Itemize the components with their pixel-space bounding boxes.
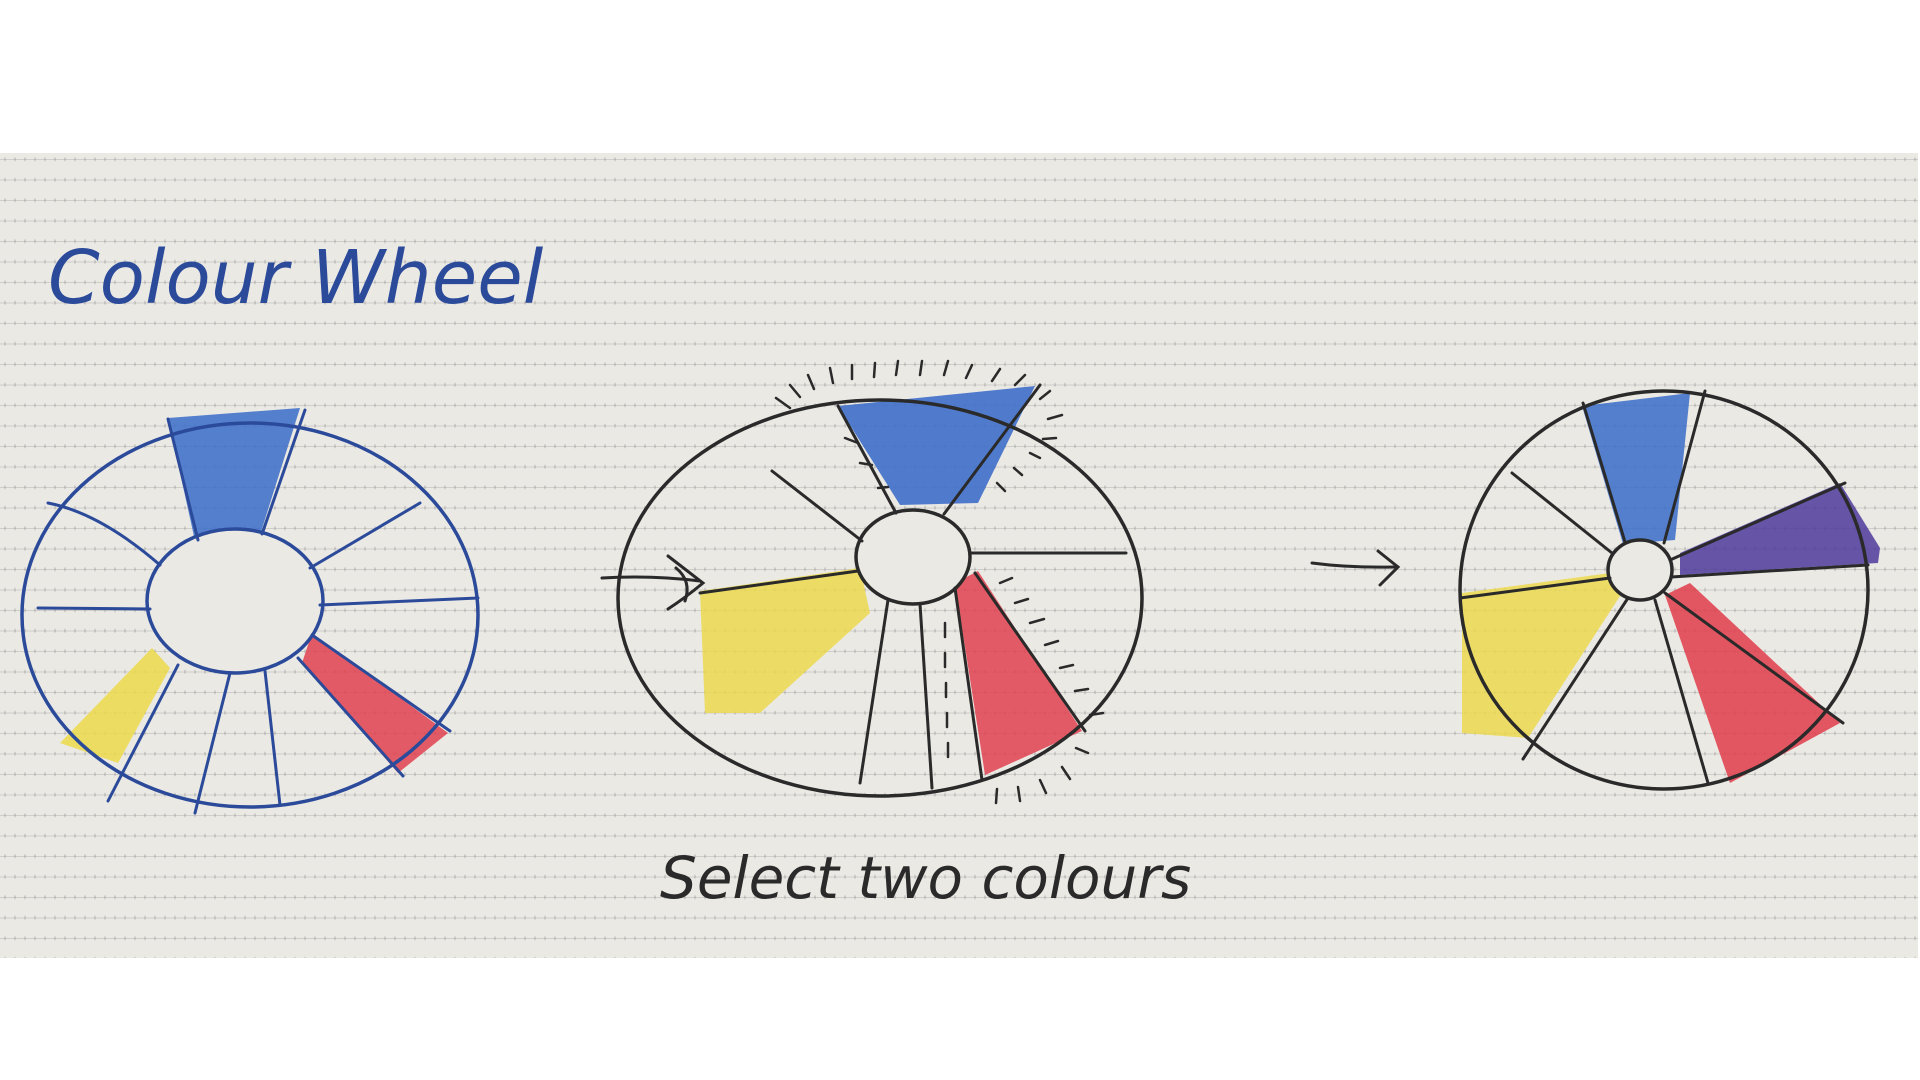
result-wheel (1458, 389, 1880, 791)
selection-wheel (616, 359, 1144, 805)
selection-wheel-yellow-segment (700, 568, 870, 713)
initial-wheel-yellow-segment (60, 648, 170, 763)
initial-wheel-red-segment (302, 633, 448, 773)
colour-wheel-sketch: Colour Wheel (20, 235, 1880, 912)
initial-wheel-blue-segment (168, 408, 300, 541)
result-wheel-red-segment (1665, 583, 1840, 783)
sketch-title: Colour Wheel (48, 235, 544, 321)
result-wheel-yellow-segment (1462, 573, 1622, 738)
result-wheel-purple-segment (1680, 483, 1880, 575)
selection-arrow (600, 554, 706, 611)
sketch-caption: Select two colours (660, 844, 1191, 912)
result-wheel-blue-segment (1582, 393, 1690, 544)
blue-selection-highlight (774, 359, 1064, 493)
red-selection-highlight (943, 576, 1105, 805)
initial-wheel (20, 408, 480, 815)
result-arrow (1310, 549, 1401, 587)
selection-wheel-red-segment (955, 571, 1082, 775)
